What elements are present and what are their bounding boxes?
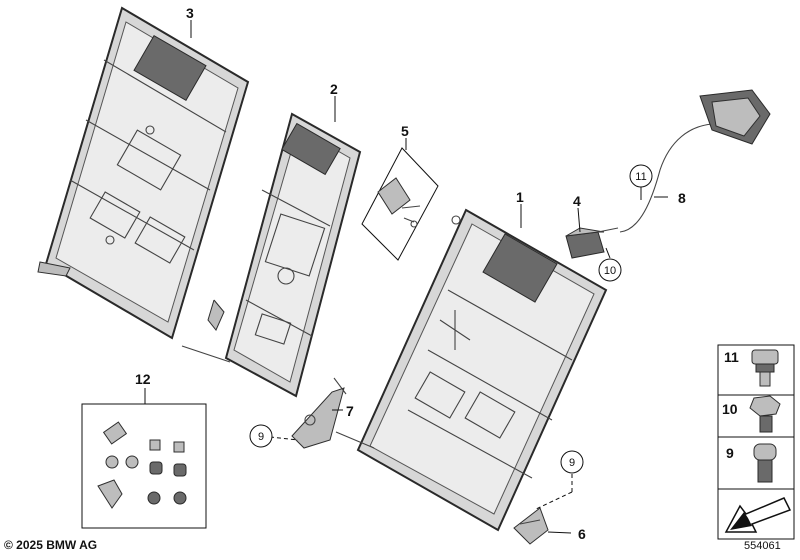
small-parts-kit-12[interactable] [81, 403, 207, 529]
legend-label-10: 10 [722, 401, 738, 417]
svg-text:10: 10 [604, 265, 616, 277]
svg-text:9: 9 [569, 457, 575, 469]
circled-ref-11: 11 [629, 164, 653, 188]
diagram-id: 554061 [744, 540, 781, 552]
circled-ref-9-right: 9 [560, 450, 584, 474]
hinge-bracket-7[interactable] [291, 377, 347, 449]
circled-ref-10: 10 [598, 258, 622, 282]
seat-back-frame-2[interactable] [181, 112, 362, 398]
legend-label-9: 9 [726, 445, 734, 461]
label-part-3: 3 [186, 5, 194, 21]
label-part-5: 5 [401, 123, 409, 139]
legend-label-11: 11 [724, 349, 739, 365]
clip-nut-icon [751, 349, 779, 387]
latch-4[interactable] [565, 227, 619, 259]
arrow-symbol-icon [724, 497, 792, 533]
label-part-2: 2 [330, 81, 338, 97]
bracket-set-5[interactable] [361, 147, 439, 261]
svg-text:9: 9 [258, 431, 264, 443]
label-part-7: 7 [346, 403, 354, 419]
label-part-12: 12 [135, 371, 151, 387]
label-part-6: 6 [578, 526, 586, 542]
hex-bolt-icon [749, 395, 781, 433]
seat-back-frame-1[interactable] [335, 208, 608, 532]
fastener-legend: 11 10 9 [717, 344, 795, 540]
circled-ref-9-left: 9 [249, 424, 273, 448]
label-part-1: 1 [516, 189, 524, 205]
label-part-8: 8 [678, 190, 686, 206]
seat-back-frame-3[interactable] [37, 6, 250, 340]
bracket-6[interactable] [513, 507, 549, 545]
copyright-text: © 2025 BMW AG [4, 538, 98, 552]
svg-text:11: 11 [635, 171, 646, 183]
label-part-4: 4 [573, 193, 581, 209]
socket-screw-icon [753, 443, 777, 483]
release-cable-8[interactable] [619, 89, 771, 233]
leader-lines [144, 20, 668, 534]
